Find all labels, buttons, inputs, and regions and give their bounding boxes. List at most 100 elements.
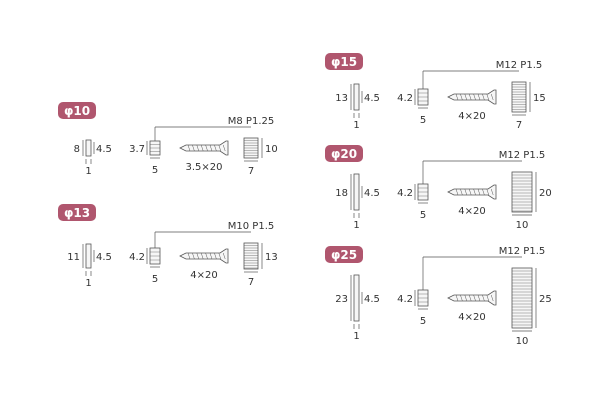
washer-thickness-label: 1 xyxy=(353,120,359,131)
diameter-badge xyxy=(325,145,363,162)
diameter-badge xyxy=(325,53,363,70)
washer-offset-label: 4.5 xyxy=(364,93,380,104)
screw-thread xyxy=(205,144,208,152)
screw-thread xyxy=(490,188,494,196)
screw-thread xyxy=(473,188,476,196)
spacer-width-label: 5 xyxy=(420,115,426,126)
spacer-height-label: 4.2 xyxy=(397,294,413,305)
nut-height-label: 10 xyxy=(265,144,278,155)
screw-thread xyxy=(200,144,204,152)
spacer-width-label: 5 xyxy=(152,165,158,176)
nut-shape xyxy=(243,242,259,270)
screw-thread xyxy=(490,294,494,302)
nut-height-label: 13 xyxy=(265,252,278,263)
spacer-height-label: 3.7 xyxy=(129,144,145,155)
spacer-height-label: 4.2 xyxy=(397,93,413,104)
washer-height-label: 11 xyxy=(67,252,80,263)
screw-thread xyxy=(464,294,468,302)
screw-shape xyxy=(179,140,229,156)
screw-thread xyxy=(490,93,494,101)
screw-thread xyxy=(468,93,472,101)
screw-thread xyxy=(486,294,490,302)
screw-thread xyxy=(205,252,208,260)
screw-shape xyxy=(179,248,229,264)
screw-thread xyxy=(460,188,463,196)
screw-thread xyxy=(477,93,481,101)
hardware-set-15: φ15 13 4.5 1 4.2 5 4×20 15 7 M12 P1.5 xyxy=(325,53,546,131)
screw-thread xyxy=(196,252,200,260)
screw-thread xyxy=(482,93,485,101)
screw-size-label: 4×20 xyxy=(458,206,485,217)
screw-thread xyxy=(192,144,195,152)
diameter-badge xyxy=(58,102,96,119)
diameter-badge xyxy=(325,246,363,263)
screw-thread xyxy=(187,252,191,260)
screw-thread xyxy=(477,188,481,196)
screw-thread xyxy=(473,93,476,101)
nut-width-label: 10 xyxy=(516,220,529,231)
nut-height-label: 15 xyxy=(533,93,546,104)
diameter-badge-label: φ15 xyxy=(331,55,357,69)
nut-width-label: 10 xyxy=(516,336,529,347)
washer-thickness-label: 1 xyxy=(85,278,91,289)
screw-size-label: 4×20 xyxy=(190,270,217,281)
washer-height-label: 23 xyxy=(335,294,348,305)
washer-shape xyxy=(353,83,360,111)
screw-thread xyxy=(222,252,226,260)
washer-shape xyxy=(85,243,92,269)
washer-thickness-label: 1 xyxy=(353,220,359,231)
nut-width-label: 7 xyxy=(248,166,254,177)
spacer-width-label: 5 xyxy=(152,274,158,285)
washer-shape xyxy=(353,173,360,211)
screw-shape xyxy=(447,290,497,306)
washer-thickness-label: 1 xyxy=(85,166,91,177)
screw-thread xyxy=(482,294,485,302)
washer-offset-label: 4.5 xyxy=(364,294,380,305)
screw-thread xyxy=(214,252,217,260)
nut-height-label: 25 xyxy=(539,294,552,305)
screw-size-label: 4×20 xyxy=(458,111,485,122)
spacer-width-label: 5 xyxy=(420,210,426,221)
washer-offset-label: 4.5 xyxy=(364,188,380,199)
screw-thread xyxy=(200,252,204,260)
washer-shape xyxy=(85,139,92,157)
screw-thread xyxy=(209,144,213,152)
screw-thread xyxy=(477,294,481,302)
screw-thread xyxy=(455,294,459,302)
screw-thread xyxy=(486,93,490,101)
diameter-badge-label: φ10 xyxy=(64,104,90,118)
nut-width-label: 7 xyxy=(516,120,522,131)
diameter-badge-label: φ20 xyxy=(331,147,357,161)
diameter-badge xyxy=(58,204,96,221)
screw-size-label: 3.5×20 xyxy=(185,162,222,173)
screw-thread xyxy=(222,144,226,152)
screw-thread xyxy=(468,294,472,302)
diameter-badge-label: φ13 xyxy=(64,206,90,220)
nut-width-label: 7 xyxy=(248,277,254,288)
screw-thread xyxy=(192,252,195,260)
screw-thread xyxy=(455,93,459,101)
washer-height-label: 18 xyxy=(335,188,348,199)
screw-thread xyxy=(468,188,472,196)
spacer-height-label: 4.2 xyxy=(129,252,145,263)
washer-height-label: 13 xyxy=(335,93,348,104)
screw-thread xyxy=(460,93,463,101)
screw-size-label: 4×20 xyxy=(458,312,485,323)
spacer-width-label: 5 xyxy=(420,316,426,327)
screw-thread xyxy=(473,294,476,302)
nut-thread-label: M8 P1.25 xyxy=(228,116,274,127)
screw-thread xyxy=(460,294,463,302)
screw-thread xyxy=(482,188,485,196)
nut-thread-label: M12 P1.5 xyxy=(499,150,545,161)
washer-offset-label: 4.5 xyxy=(96,144,112,155)
washer-thickness-label: 1 xyxy=(353,331,359,342)
nut-thread-label: M12 P1.5 xyxy=(496,60,542,71)
screw-thread xyxy=(464,188,468,196)
screw-shape xyxy=(447,89,497,105)
screw-thread xyxy=(455,188,459,196)
screw-thread xyxy=(464,93,468,101)
screw-thread xyxy=(486,188,490,196)
spacer-height-label: 4.2 xyxy=(397,188,413,199)
